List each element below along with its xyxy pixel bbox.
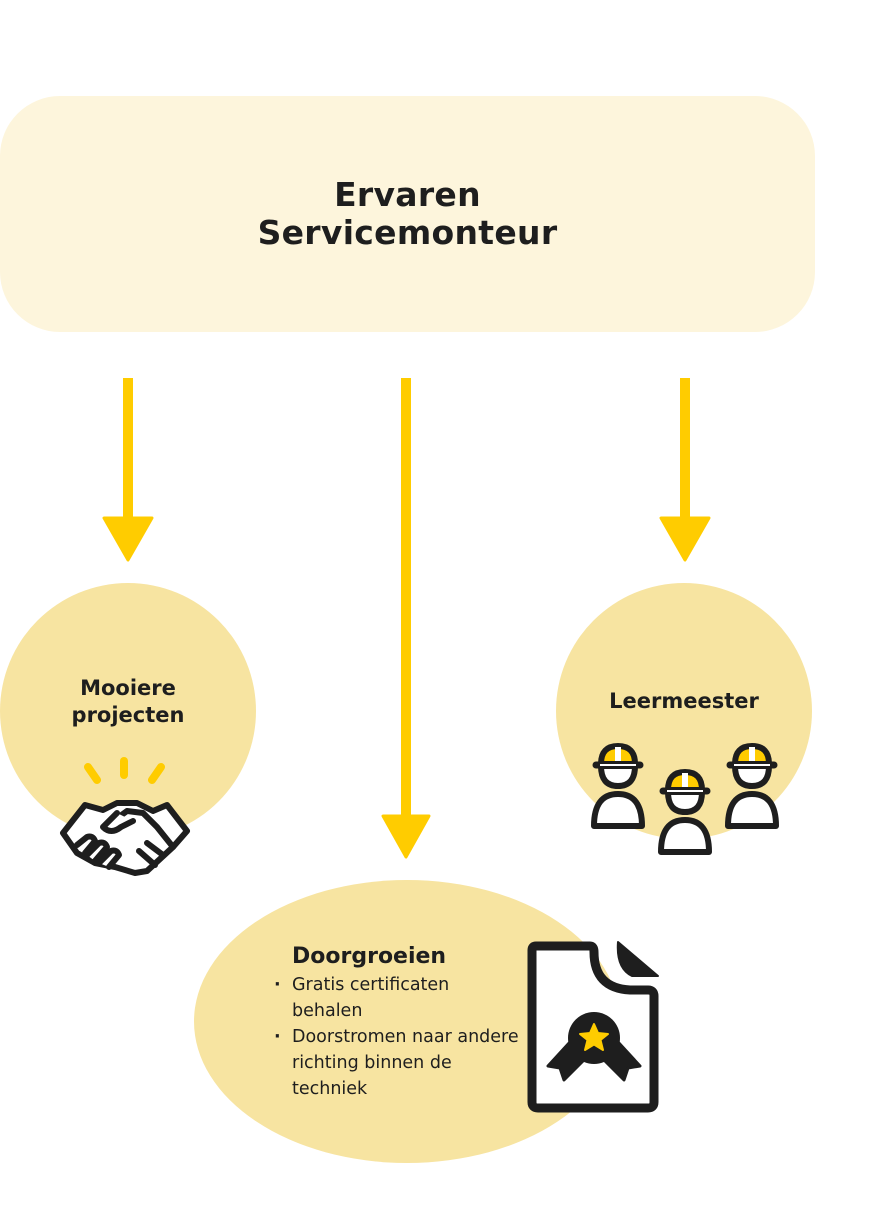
- root-title-line2: Servicemonteur: [257, 213, 558, 252]
- node-doorgroeien-content: Doorgroeien Gratis certificaten behalen …: [270, 942, 520, 1102]
- bullet-list: Gratis certificaten behalen Doorstromen …: [270, 972, 520, 1102]
- handshake-icon: [60, 757, 190, 876]
- root-title-line1: Ervaren: [334, 175, 481, 214]
- bullet-item: Gratis certificaten behalen: [270, 972, 520, 1024]
- label-line2: projecten: [71, 703, 185, 727]
- node-mooiere-projecten: [0, 583, 256, 839]
- node-mooiere-projecten-label: Mooiere projecten: [0, 675, 256, 729]
- node-leermeester-label: Leermeester: [609, 689, 759, 713]
- workers-group-icon: [580, 740, 790, 875]
- root-node: Ervaren Servicemonteur: [0, 96, 815, 332]
- label-line1: Mooiere: [80, 676, 176, 700]
- bullet-item: Doorstromen naar andere richting binnen …: [270, 1024, 520, 1102]
- certificate-icon: [527, 941, 659, 1113]
- node-doorgroeien-title: Doorgroeien: [292, 944, 447, 969]
